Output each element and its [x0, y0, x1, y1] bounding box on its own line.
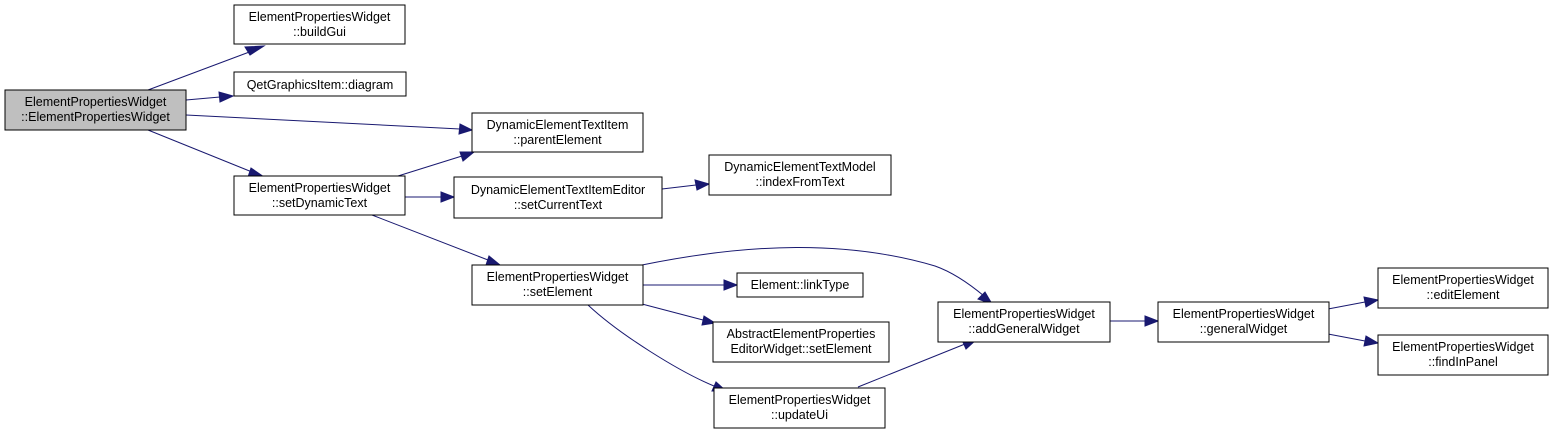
node-generalWidget-line-2: ::generalWidget	[1200, 322, 1288, 336]
node-root-line-2: ::ElementPropertiesWidget	[21, 110, 170, 124]
node-setDynamicText-box	[233, 175, 406, 216]
node-abstractSetElement[interactable]: AbstractElementProperties EditorWidget::…	[712, 321, 890, 363]
node-updateUi-line-2: ::updateUi	[771, 408, 828, 422]
node-editElement-line-1: ElementPropertiesWidget	[1392, 273, 1534, 287]
node-setElement-box	[471, 264, 644, 306]
node-setCurrentText-line-1: DynamicElementTextItemEditor	[471, 183, 645, 197]
edge-setElement-to-linkType	[642, 279, 739, 291]
node-abstractSetElement-box	[712, 321, 890, 363]
node-buildGui-box	[233, 4, 406, 45]
nodes-layer: ElementPropertiesWidget ::ElementPropert…	[4, 4, 1549, 429]
edge-root-to-setDynamicText	[147, 129, 266, 178]
node-indexFromText-line-2: ::indexFromText	[756, 175, 845, 189]
node-findInPanel[interactable]: ElementPropertiesWidget ::findInPanel	[1377, 334, 1549, 376]
node-linkType-box	[736, 272, 864, 298]
edge-setElement-to-abstractSetElement	[641, 303, 717, 326]
edge-setDynamicText-to-setElement	[371, 214, 502, 266]
node-diagram-line-1: QetGraphicsItem::diagram	[247, 78, 394, 92]
node-updateUi-line-1: ElementPropertiesWidget	[729, 393, 871, 407]
node-root-box	[4, 89, 187, 131]
node-addGeneralWidget-line-1: ElementPropertiesWidget	[953, 307, 1095, 321]
edge-generalWidget-to-findInPanel	[1327, 333, 1380, 347]
node-generalWidget[interactable]: ElementPropertiesWidget ::generalWidget	[1157, 301, 1330, 343]
node-parentElement-line-2: ::parentElement	[513, 133, 602, 147]
node-setCurrentText[interactable]: DynamicElementTextItemEditor ::setCurren…	[453, 176, 663, 219]
node-indexFromText[interactable]: DynamicElementTextModel ::indexFromText	[708, 154, 892, 196]
node-addGeneralWidget-line-2: ::addGeneralWidget	[968, 322, 1080, 336]
node-setElement-line-1: ElementPropertiesWidget	[487, 270, 629, 284]
node-generalWidget-line-1: ElementPropertiesWidget	[1173, 307, 1315, 321]
node-setElement-line-2: ::setElement	[523, 285, 593, 299]
node-editElement[interactable]: ElementPropertiesWidget ::editElement	[1377, 267, 1549, 309]
node-setCurrentText-line-2: ::setCurrentText	[514, 198, 603, 212]
edge-setDynamicText-to-setCurrentText	[405, 191, 456, 203]
node-linkType[interactable]: Element::linkType	[736, 272, 864, 298]
node-findInPanel-line-2: ::findInPanel	[1428, 355, 1498, 369]
node-setDynamicText-line-1: ElementPropertiesWidget	[249, 181, 391, 195]
node-setCurrentText-box	[453, 176, 663, 219]
edge-setDynamicText-to-parentElement	[397, 151, 476, 177]
node-diagram-box	[233, 71, 407, 97]
node-parentElement-box	[471, 112, 644, 153]
node-setElement[interactable]: ElementPropertiesWidget ::setElement	[471, 264, 644, 306]
node-buildGui[interactable]: ElementPropertiesWidget ::buildGui	[233, 4, 406, 45]
node-updateUi-box	[713, 387, 886, 429]
node-updateUi[interactable]: ElementPropertiesWidget ::updateUi	[713, 387, 886, 429]
node-indexFromText-box	[708, 154, 892, 196]
node-editElement-line-2: ::editElement	[1427, 288, 1500, 302]
node-indexFromText-line-1: DynamicElementTextModel	[724, 160, 875, 174]
node-findInPanel-box	[1377, 334, 1549, 376]
node-generalWidget-box	[1157, 301, 1330, 343]
node-parentElement[interactable]: DynamicElementTextItem ::parentElement	[471, 112, 644, 153]
node-linkType-line-1: Element::linkType	[751, 278, 850, 292]
node-buildGui-line-2: ::buildGui	[293, 25, 346, 39]
edge-root-to-parentElement	[185, 114, 474, 135]
node-abstractSetElement-line-1: AbstractElementProperties	[727, 327, 876, 341]
edge-setCurrentText-to-indexFromText	[661, 179, 711, 191]
edge-generalWidget-to-editElement	[1327, 296, 1380, 310]
node-diagram[interactable]: QetGraphicsItem::diagram	[233, 71, 407, 97]
edge-root-to-diagram	[185, 91, 235, 103]
node-root-line-1: ElementPropertiesWidget	[25, 95, 167, 109]
node-editElement-box	[1377, 267, 1549, 309]
node-root[interactable]: ElementPropertiesWidget ::ElementPropert…	[4, 89, 187, 131]
node-findInPanel-line-1: ElementPropertiesWidget	[1392, 340, 1534, 354]
node-buildGui-line-1: ElementPropertiesWidget	[249, 10, 391, 24]
edge-addGeneralWidget-to-generalWidget	[1110, 315, 1160, 327]
node-abstractSetElement-line-2: EditorWidget::setElement	[730, 342, 872, 356]
edge-root-to-buildGui	[147, 45, 266, 91]
node-setDynamicText-line-2: ::setDynamicText	[272, 196, 368, 210]
edges-layer	[147, 45, 1380, 392]
node-setDynamicText[interactable]: ElementPropertiesWidget ::setDynamicText	[233, 175, 406, 216]
node-addGeneralWidget-box	[937, 301, 1111, 343]
node-parentElement-line-1: DynamicElementTextItem	[487, 118, 629, 132]
node-addGeneralWidget[interactable]: ElementPropertiesWidget ::addGeneralWidg…	[937, 301, 1111, 343]
